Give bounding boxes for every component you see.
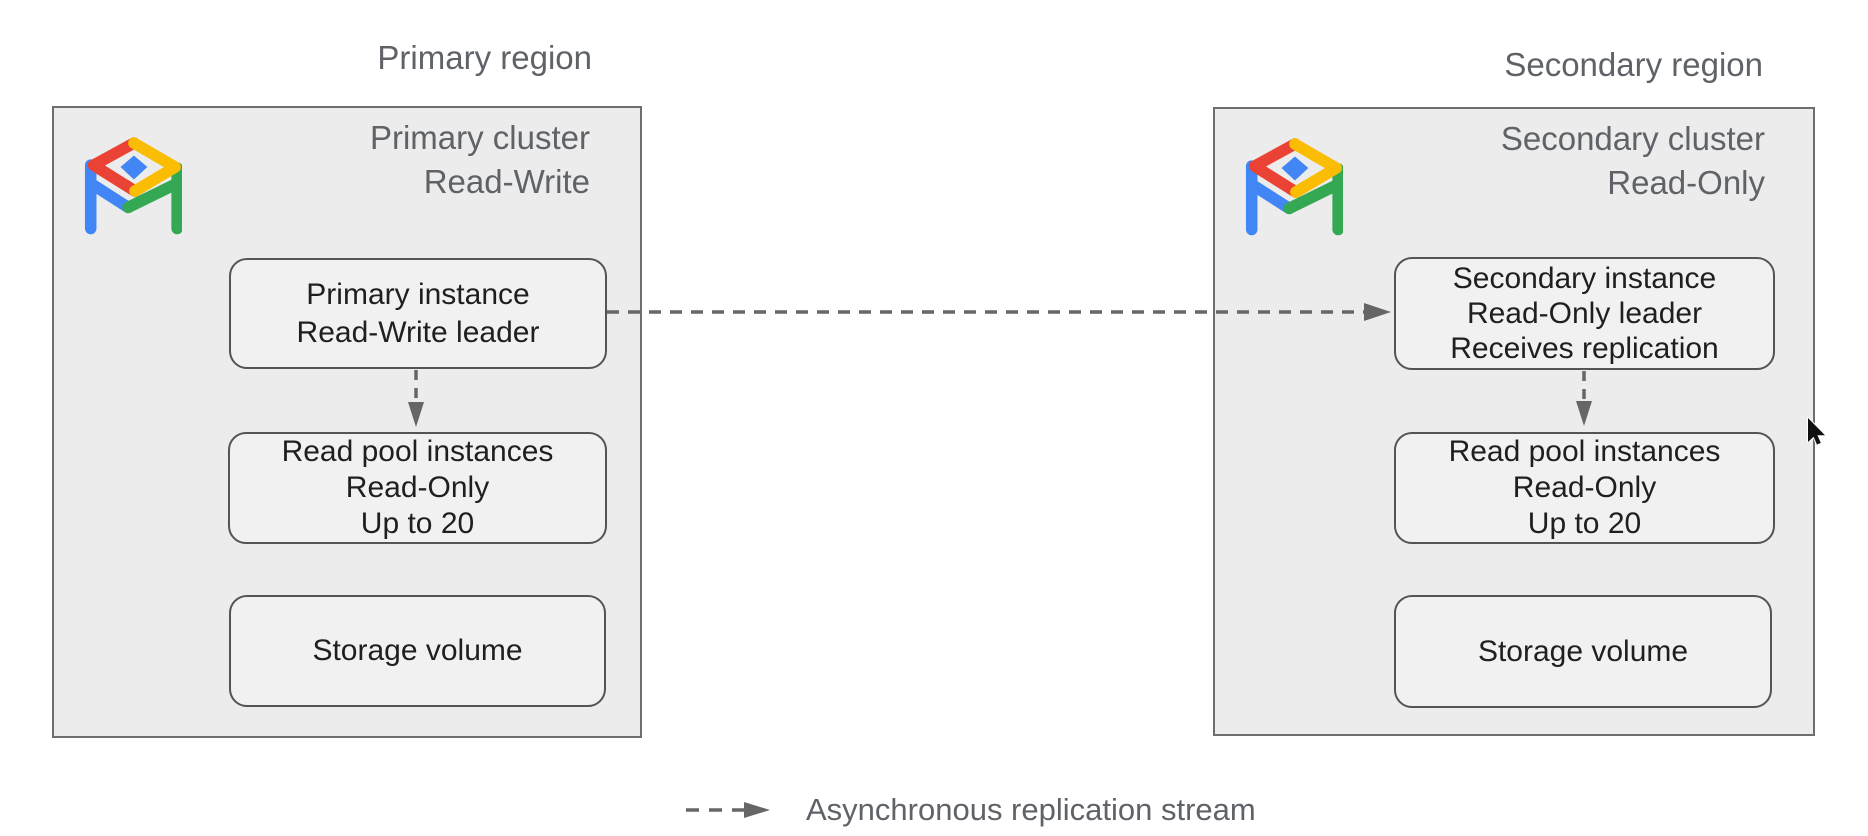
mouse-cursor-icon <box>1807 417 1826 446</box>
primary-instance-line2: Read-Write leader <box>296 315 540 349</box>
secondary-cluster-title-line1: Secondary cluster <box>1500 120 1765 157</box>
legend-replication-label: Asynchronous replication stream <box>806 792 1256 827</box>
secondary-cluster-title: Secondary cluster Read-Only <box>1365 117 1765 205</box>
primary-storage-box: Storage volume <box>229 595 606 707</box>
alloydb-icon-center-diamond <box>120 155 148 180</box>
primary-read-pool-box: Read pool instances Read-Only Up to 20 <box>228 432 607 544</box>
secondary-cluster-box: Secondary cluster Read-Only Secondary in… <box>1213 107 1815 736</box>
primary-read-pool-line3: Up to 20 <box>360 507 475 540</box>
secondary-read-pool-line3: Up to 20 <box>1527 507 1642 540</box>
secondary-storage-box: Storage volume <box>1394 595 1772 708</box>
primary-cluster-title-line1: Primary cluster <box>369 119 590 156</box>
secondary-cluster-title-line2: Read-Only <box>1607 164 1765 201</box>
secondary-instance-box: Secondary instance Read-Only leader Rece… <box>1394 257 1775 370</box>
secondary-instance-line3: Receives replication <box>1450 332 1719 365</box>
legend-arrow <box>686 802 770 818</box>
primary-cluster-title-line2: Read-Write <box>423 163 590 200</box>
alloydb-icon <box>1245 138 1343 236</box>
alloydb-icon-center-diamond <box>1281 156 1309 181</box>
alloydb-icon <box>84 137 182 235</box>
primary-read-pool-line1: Read pool instances <box>281 435 554 468</box>
secondary-instance-line2: Read-Only leader <box>1466 297 1703 330</box>
primary-region-label: Primary region <box>377 39 592 76</box>
primary-cluster-box: Primary cluster Read-Write Primary insta… <box>52 106 642 738</box>
primary-read-pool-line2: Read-Only <box>345 471 490 504</box>
secondary-storage-label: Storage volume <box>1477 634 1689 668</box>
secondary-read-pool-box: Read pool instances Read-Only Up to 20 <box>1394 432 1775 544</box>
secondary-region-label: Secondary region <box>1504 46 1763 83</box>
primary-instance-line1: Primary instance <box>306 277 530 311</box>
secondary-instance-line1: Secondary instance <box>1452 262 1717 295</box>
secondary-read-pool-line2: Read-Only <box>1512 471 1657 504</box>
primary-storage-label: Storage volume <box>312 634 523 667</box>
primary-instance-box: Primary instance Read-Write leader <box>229 258 607 369</box>
secondary-read-pool-line1: Read pool instances <box>1448 435 1721 468</box>
primary-cluster-title: Primary cluster Read-Write <box>204 116 590 204</box>
